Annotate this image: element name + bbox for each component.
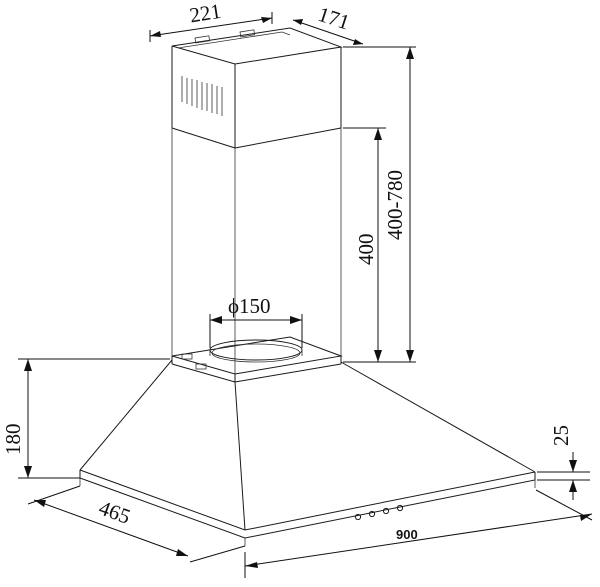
label-hood-width: 900 bbox=[396, 527, 418, 542]
label-chimney-width: 221 bbox=[188, 0, 223, 27]
label-height-range: 400-780 bbox=[383, 170, 407, 240]
vent-slots bbox=[181, 76, 223, 116]
hood-body bbox=[79, 359, 536, 546]
dim-chimney-width: 221 bbox=[149, 0, 273, 42]
dim-hood-width: 900 bbox=[244, 489, 593, 578]
dim-chimney-height: 400 bbox=[343, 127, 386, 362]
control-buttons bbox=[354, 504, 404, 521]
dim-hood-height: 180 bbox=[1, 358, 170, 479]
chimney-top-box bbox=[171, 27, 343, 149]
label-hood-depth: 465 bbox=[96, 495, 134, 528]
label-duct-diameter: ϕ150 bbox=[228, 294, 271, 318]
dim-edge-thickness: 25 bbox=[537, 425, 590, 500]
label-hood-height: 180 bbox=[1, 424, 25, 456]
dim-height-range: 400-780 bbox=[343, 46, 416, 363]
dim-hood-depth: 465 bbox=[27, 485, 246, 563]
dim-duct-diameter: ϕ150 bbox=[209, 294, 303, 348]
label-chimney-height: 400 bbox=[354, 234, 378, 266]
dim-chimney-depth: 171 bbox=[292, 2, 364, 45]
label-edge-thickness: 25 bbox=[549, 425, 573, 446]
duct-collar bbox=[171, 336, 343, 383]
